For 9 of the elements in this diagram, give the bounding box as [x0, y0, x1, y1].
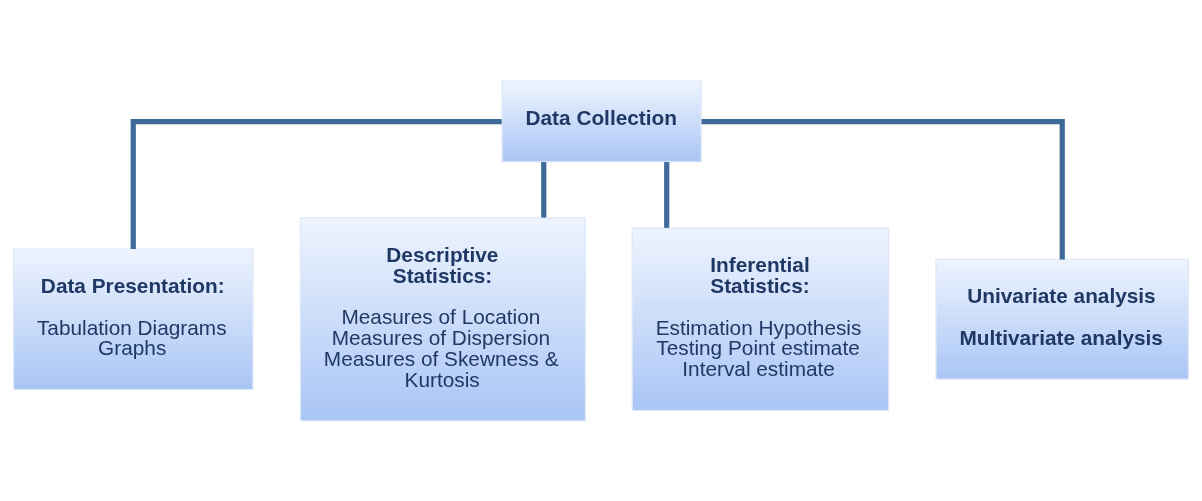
node-box: Data Collection — [501, 80, 702, 162]
node-box: Data Presentation: Tabulation Diagrams Graphs — [12, 247, 254, 390]
connector — [664, 161, 670, 228]
node-box: Inferential Statistics: Estimation Hypothesis Testing Point estimate Interval estimate — [631, 227, 890, 411]
connector — [701, 118, 1065, 259]
node-box: Descriptive Statistics: Measures of Location Measures of Dispersion Measures of Skewness & Kurtosis — [299, 216, 587, 421]
connector — [541, 161, 547, 218]
connector — [130, 118, 502, 249]
node-box: Univariate analysis Multivariate analysis — [935, 258, 1190, 380]
